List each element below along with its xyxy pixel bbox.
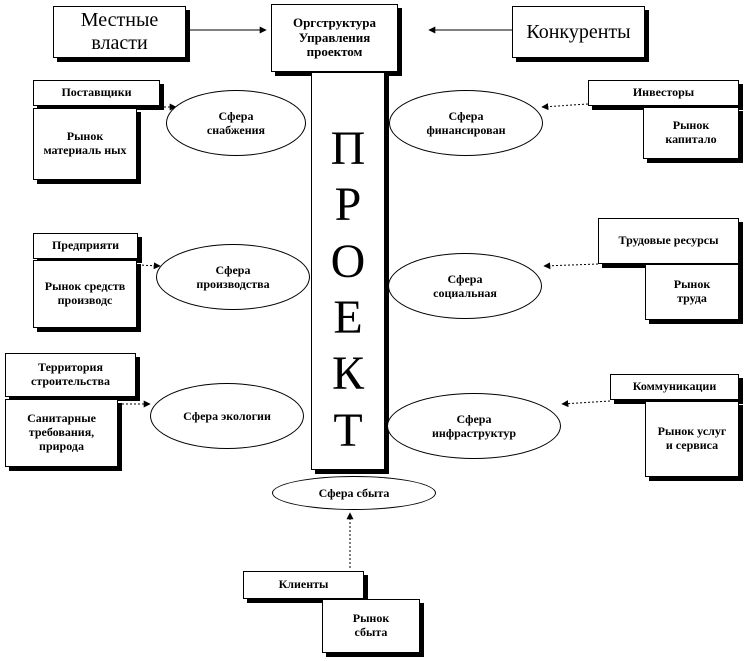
local-authorities-label: Местные власти [80,9,159,54]
org-structure-box: Оргструктура Управления проектом [271,4,398,72]
sphere-infrastructure: Сфера инфраструктур [387,393,561,459]
competitors-box: Конкуренты [512,6,645,58]
communications-label: Коммуникации [632,379,717,394]
sphere-sales-label: Сфера сбыта [318,485,390,500]
clients-box: Клиенты [243,571,364,599]
local-authorities-box: Местные власти [53,6,186,58]
sphere-supply: Сфера снабжения [166,90,306,156]
market-materials-box: Рынок материаль ных [33,108,137,180]
project-letter-5: К [331,347,364,401]
sales-market-box: Рынок сбыта [322,599,420,653]
competitors-label: Конкуренты [526,20,631,43]
project-letter-3: О [330,234,366,288]
sphere-production-label: Сфера производства [196,262,270,291]
arrow-investors-to-finance [541,103,589,111]
clients-label: Клиенты [278,577,329,592]
project-letter-4: Е [333,291,363,345]
sphere-production: Сфера производства [156,244,310,310]
sphere-infrastructure-label: Сфера инфраструктур [431,411,516,440]
sphere-social-label: Сфера социальная [433,271,497,300]
labor-market-box: Рынок труда [645,264,739,320]
arrow-communications-to-infra [561,400,611,408]
capital-market-box: Рынок капитало [643,107,739,159]
sphere-finance-label: Сфера финансирован [426,108,506,137]
project-letter-1: П [330,122,366,176]
labor-resources-label: Трудовые ресурсы [618,233,719,248]
arrow-labor-to-social [543,262,599,270]
sphere-sales: Сфера сбыта [272,476,436,510]
sphere-ecology: Сфера экологии [150,383,304,449]
arrow-enterprises-to-production [137,262,161,270]
communications-box: Коммуникации [610,374,739,400]
project-bar: П Р О Е К Т [311,72,385,470]
project-letter-2: Р [334,178,362,232]
sphere-supply-label: Сфера снабжения [206,108,266,137]
sales-market-label: Рынок сбыта [352,611,390,639]
labor-resources-box: Трудовые ресурсы [598,218,739,264]
sphere-social: Сфера социальная [388,253,542,319]
sphere-ecology-label: Сфера экологии [183,408,271,423]
market-means-box: Рынок средств производс [33,260,137,328]
suppliers-label: Поставщики [61,85,132,100]
project-letter-6: Т [333,403,363,457]
org-structure-label: Оргструктура Управления проектом [292,14,377,60]
services-market-box: Рынок услуг и сервиса [645,401,739,477]
capital-market-label: Рынок капитало [665,118,717,146]
enterprises-box: Предприяти [33,233,138,259]
services-market-label: Рынок услуг и сервиса [657,424,727,452]
market-materials-label: Рынок материаль ных [43,129,127,157]
territory-box: Территория строительства [5,353,136,397]
territory-label: Территория строительства [31,360,110,388]
market-means-label: Рынок средств производс [44,279,126,307]
enterprises-label: Предприяти [51,238,120,253]
investors-box: Инвесторы [588,80,739,106]
investors-label: Инвесторы [632,85,695,100]
sanitary-box: Санитарные требования, природа [5,399,118,467]
labor-market-label: Рынок труда [673,277,711,305]
sanitary-label: Санитарные требования, природа [27,411,96,453]
sphere-finance: Сфера финансирован [389,90,543,156]
suppliers-box: Поставщики [33,80,160,106]
